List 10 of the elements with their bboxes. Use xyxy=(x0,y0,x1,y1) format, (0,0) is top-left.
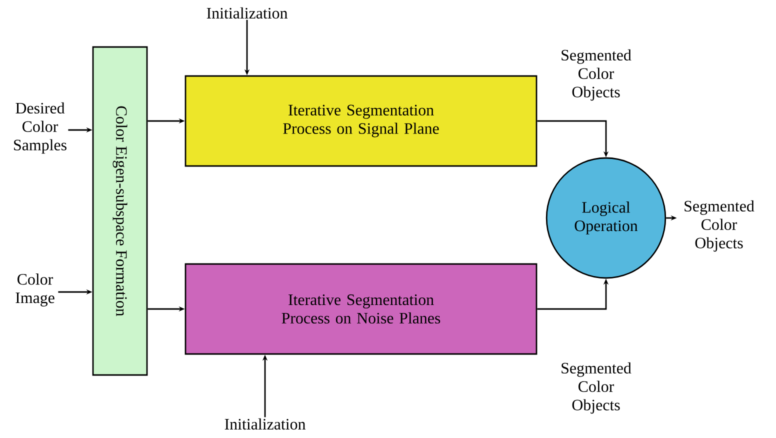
process-box: Color Eigen-subspace Formation xyxy=(92,46,148,376)
process-box: Iterative Segmentation Process on Noise Planes xyxy=(184,263,538,355)
output-label: Segmented Color Objects xyxy=(562,49,632,101)
input-label: Initialization xyxy=(224,418,306,430)
input-label: Color Image xyxy=(16,274,54,306)
input-label: Initialization xyxy=(206,7,288,19)
output-label: Segmented Color Objects xyxy=(562,362,632,414)
input-label: Desired Color Samples xyxy=(14,102,66,154)
output-label: Segmented Color Objects xyxy=(684,200,754,252)
process-box: Iterative Segmentation Process on Signal Plane xyxy=(184,75,538,167)
